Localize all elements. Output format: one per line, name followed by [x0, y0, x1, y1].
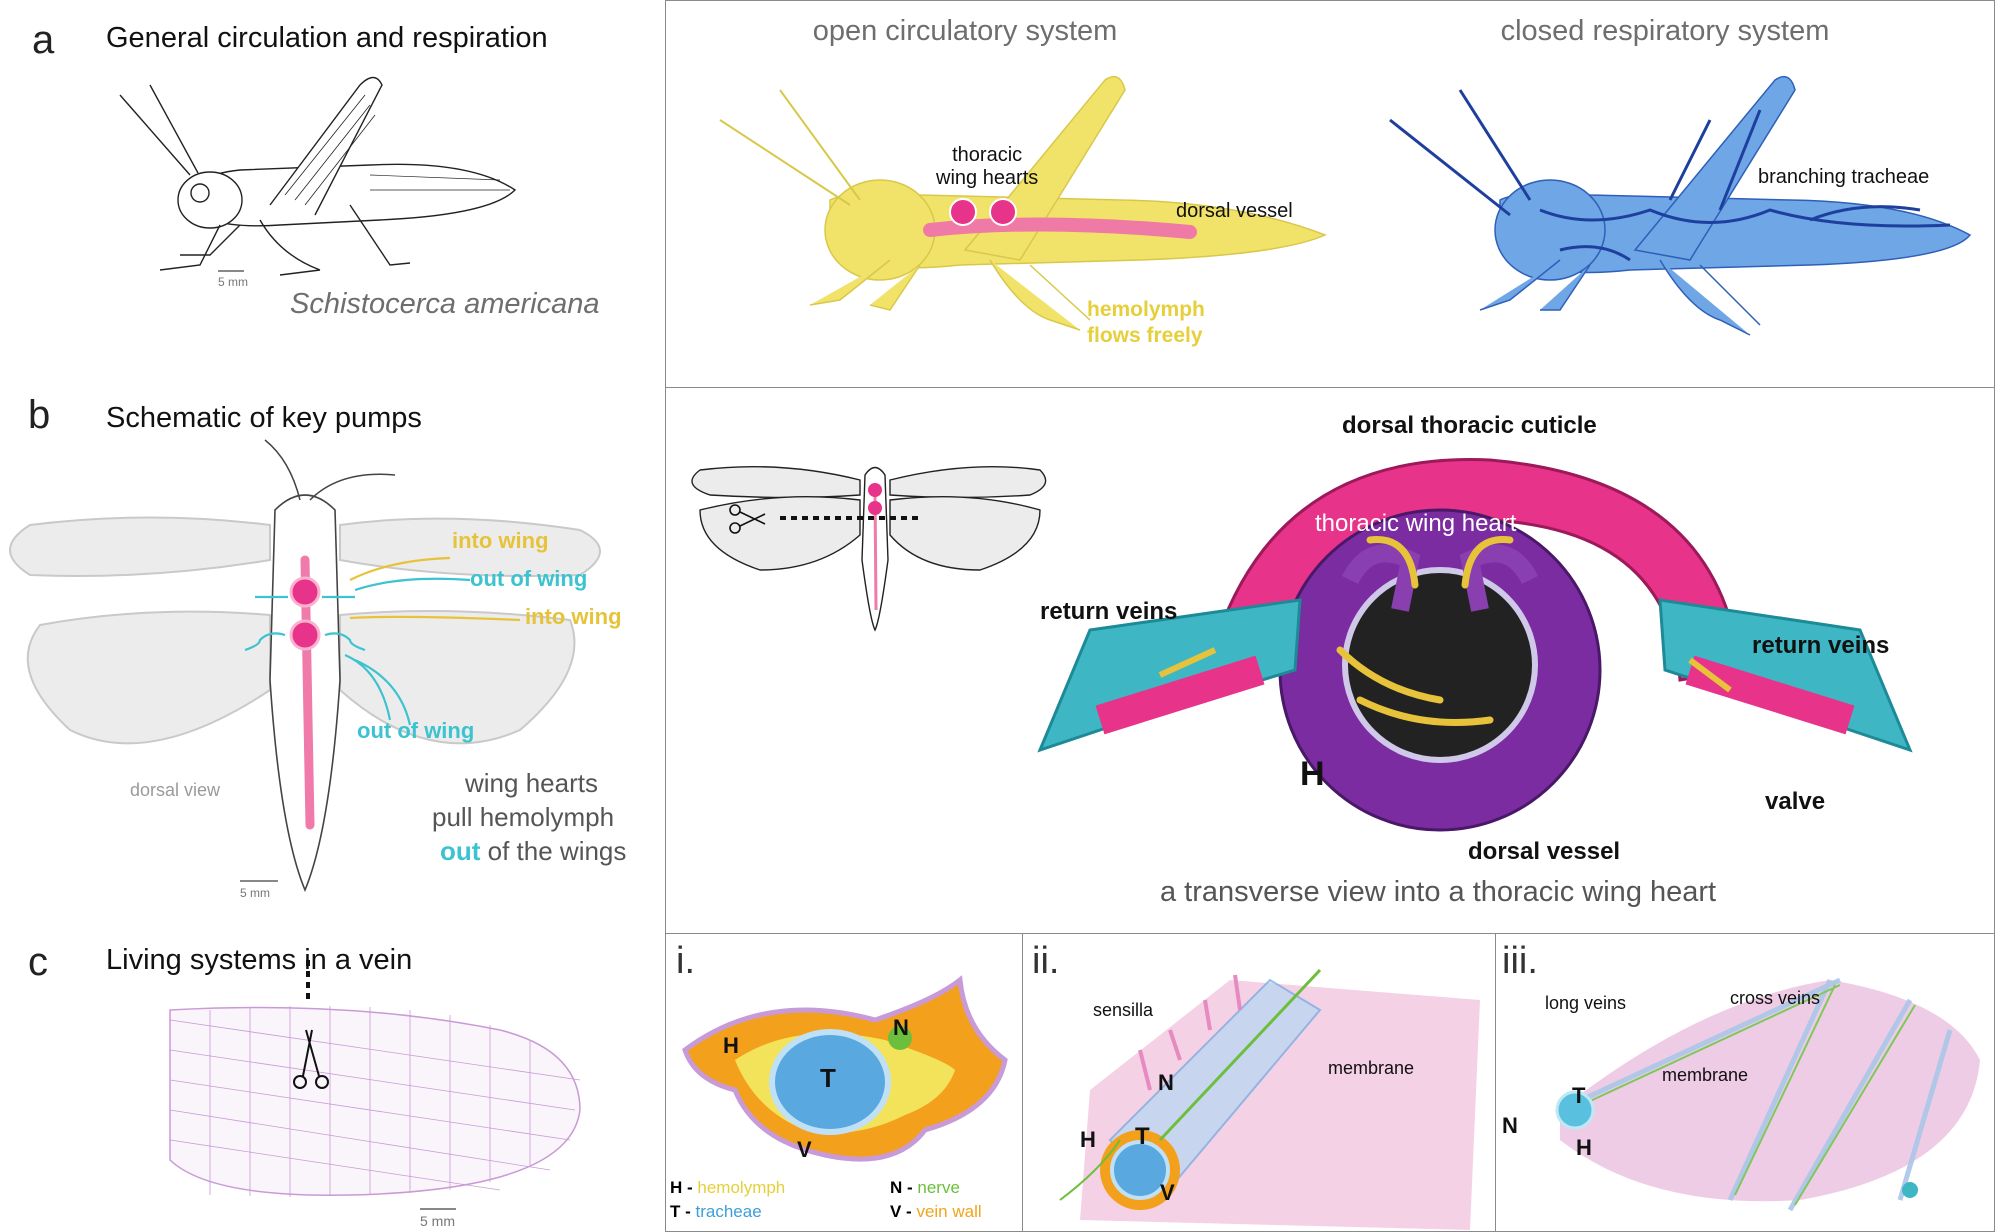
legend-key: N -	[890, 1178, 918, 1197]
legend-hemolymph: H - hemolymph	[670, 1178, 785, 1198]
panel-ii-H: H	[1080, 1127, 1096, 1152]
panel-i-N: N	[893, 1015, 909, 1040]
thoracic-wing-heart-label: thoracic wing heart	[1315, 510, 1517, 537]
moth-cut-diagram	[691, 465, 1047, 632]
panel-i-V: V	[797, 1137, 812, 1162]
panel-b-letter: b	[28, 393, 51, 437]
thoracic-wing-heart-illustration	[1037, 458, 1913, 832]
caption-line-2: pull hemolymph	[432, 802, 615, 832]
cross-veins-label: cross veins	[1730, 988, 1821, 1008]
legend-key: H -	[670, 1178, 698, 1197]
panel-ii-N: N	[1158, 1070, 1174, 1095]
yellow-grasshopper-illustration	[719, 75, 1327, 331]
membrane-label-iii: membrane	[1662, 1065, 1749, 1085]
panel-b-scale-label: 5 mm	[240, 886, 270, 900]
panel-iii-N: N	[1502, 1113, 1518, 1138]
legend-vein-wall: V - vein wall	[890, 1202, 982, 1222]
return-veins-left-label: return veins	[1040, 598, 1178, 625]
panel-b-title: Schematic of key pumps	[106, 402, 422, 434]
caption-line-3: out of the wings	[440, 836, 626, 867]
heart-H-label: H	[1300, 755, 1325, 793]
panel-c-letter: c	[28, 940, 48, 984]
caption-rest: of the wings	[480, 836, 627, 866]
legend-tracheae: T - tracheae	[670, 1202, 762, 1222]
grasshopper-line-drawing	[119, 76, 517, 276]
panel-b-scalebar	[240, 880, 278, 882]
legend-key: T -	[670, 1202, 696, 1221]
panel-iii-H: H	[1576, 1135, 1592, 1160]
sensilla-label: sensilla	[1093, 1000, 1154, 1020]
open-circulatory-title: open circulatory system	[812, 15, 1118, 47]
out-of-wing-label-2: out of wing	[357, 718, 475, 743]
legend-name: vein wall	[916, 1202, 982, 1221]
panel-i-T: T	[820, 1063, 836, 1093]
wing-venation-drawing	[169, 960, 581, 1197]
panel-i-label: i.	[676, 940, 695, 982]
vein-cross-section-i	[682, 975, 1008, 1162]
long-veins-label: long veins	[1545, 993, 1627, 1013]
branching-tracheae-label: branching tracheae	[1758, 166, 1930, 188]
caption-line-1: wing hearts	[465, 768, 598, 798]
panel-c-title: Living systems in a vein	[106, 944, 413, 976]
return-veins-right-label: return veins	[1752, 632, 1890, 659]
panel-a-scale-label: 5 mm	[218, 275, 248, 289]
panel-c-scalebar	[420, 1208, 456, 1210]
caption-out-word: out	[440, 836, 481, 866]
panel-ii-V: V	[1160, 1180, 1175, 1205]
into-wing-label-2: into wing	[525, 604, 622, 629]
heart-caption: a transverse view into a thoracic wing h…	[1160, 876, 1717, 908]
dorsal-view-label: dorsal view	[130, 780, 221, 800]
dorsal-thoracic-cuticle-label: dorsal thoracic cuticle	[1342, 412, 1597, 439]
legend-name: hemolymph	[697, 1178, 786, 1197]
blue-grasshopper-illustration	[1389, 75, 1972, 336]
valve-label: valve	[1765, 788, 1826, 815]
species-name: Schistocerca americana	[290, 288, 600, 320]
legend-name: tracheae	[695, 1202, 762, 1221]
dorsal-vessel-label-a: dorsal vessel	[1176, 200, 1293, 222]
membrane-label-ii: membrane	[1328, 1058, 1415, 1078]
dorsal-vessel-label-heart: dorsal vessel	[1468, 838, 1621, 865]
hemolymph-flows-label: hemolymph flows freely	[1087, 298, 1205, 347]
into-wing-label-1: into wing	[452, 528, 549, 553]
vein-network-iii	[1555, 977, 1980, 1212]
legend-key: V -	[890, 1202, 917, 1221]
vein-3d-view-ii	[1059, 968, 1480, 1230]
out-of-wing-label-1: out of wing	[470, 566, 588, 591]
panel-ii-label: ii.	[1032, 940, 1060, 982]
dorsal-view-schematic	[9, 439, 601, 893]
panel-c-scale-label: 5 mm	[420, 1213, 455, 1229]
wing-heart-icons	[949, 198, 1017, 226]
legend-name: nerve	[917, 1178, 960, 1197]
panel-ii-T: T	[1135, 1123, 1150, 1150]
panel-a-title: General circulation and respiration	[106, 22, 548, 54]
panel-iii-label: iii.	[1502, 940, 1538, 982]
panel-a-letter: a	[32, 18, 55, 62]
panel-iii-T: T	[1572, 1083, 1586, 1108]
panel-i-H: H	[723, 1033, 739, 1058]
closed-respiratory-title: closed respiratory system	[1500, 15, 1830, 47]
legend-nerve: N - nerve	[890, 1178, 960, 1198]
dorsal-vessel-shape	[923, 217, 1197, 239]
thoracic-wing-hearts-label: thoracic wing hearts	[936, 144, 1039, 189]
panel-a-scalebar	[218, 270, 244, 272]
